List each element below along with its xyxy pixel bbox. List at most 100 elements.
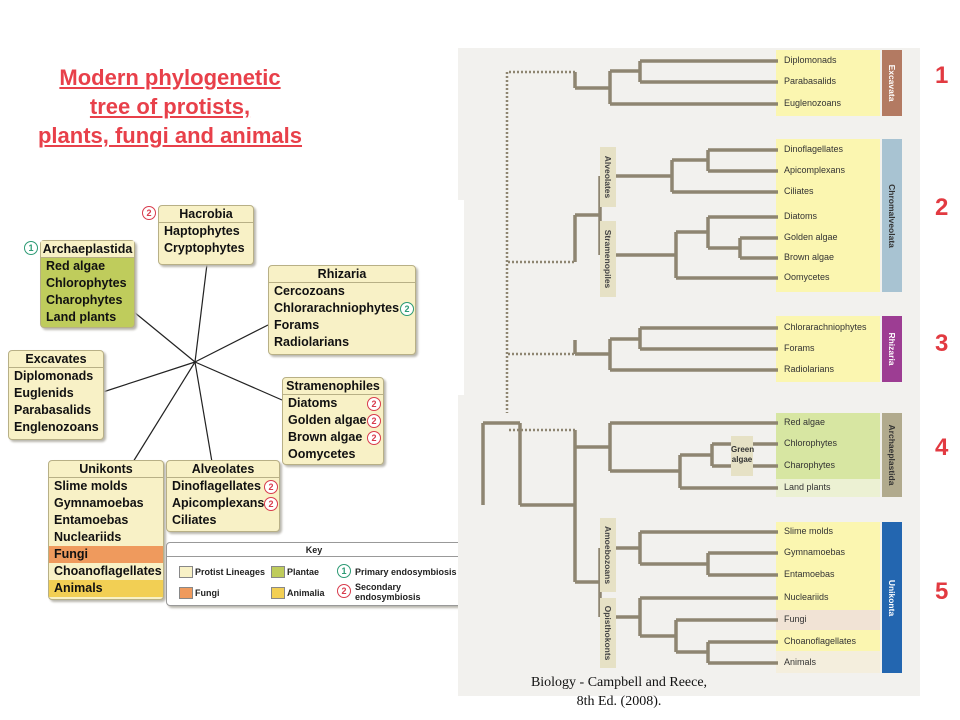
taxon-strip-chromalveolata: [776, 139, 880, 292]
list-item: Nucleariids: [54, 530, 122, 544]
swatch-plantae: [271, 566, 285, 578]
list-item: Fungi: [49, 546, 163, 563]
supergroup-chromalveolata: Chromalveolata: [882, 139, 902, 292]
group-number-2: 2: [935, 194, 949, 221]
spoke-archaeplastida: [133, 311, 196, 363]
taxon-label: Apicomplexans: [784, 165, 846, 175]
swatch-protist: [179, 566, 193, 578]
list-item-label: Diatoms: [288, 396, 338, 410]
subgroup-green-algae-label-2: algae: [731, 455, 753, 464]
subgroup-alveolates-label: Alveolates: [603, 155, 613, 199]
key-primary-label: Primary endosymbiosis: [355, 567, 457, 577]
list-item: Parabasalids: [14, 403, 92, 417]
key-fungi-label: Fungi: [195, 588, 220, 598]
swatch-animalia: [271, 587, 285, 599]
spoke-alveolates: [194, 361, 213, 463]
list-item: Chlorophytes: [46, 276, 127, 290]
key-title: Key: [305, 545, 323, 555]
box-excavates: Excavates Diplomonads Euglenids Parabasa…: [8, 350, 104, 440]
list-item: Entamoebas: [54, 513, 129, 527]
taxon-label: Euglenozoans: [784, 98, 842, 108]
box-stramenophiles: Stramenophiles Diatoms 2 Golden algae 2 …: [282, 377, 384, 465]
list-item-label: Dinoflagellates: [172, 479, 261, 493]
taxon-label: Entamoebas: [784, 569, 835, 579]
box-unikonts: Unikonts Slime molds Gymnamoebas Entamoe…: [48, 460, 164, 600]
box-hacrobia-header: Hacrobia: [159, 206, 253, 223]
list-item: Ciliates: [172, 513, 217, 527]
group-number-1: 1: [935, 62, 949, 89]
box-archaeplastida: Archaeplastida Red algae Chlorophytes Ch…: [40, 240, 135, 328]
list-item: Charophytes: [46, 293, 123, 307]
taxon-label: Golden algae: [784, 232, 838, 242]
list-item: Gymnamoebas: [54, 496, 144, 510]
taxon-label: Land plants: [784, 482, 831, 492]
supergroup-unikonta: Unikonta: [882, 522, 902, 673]
supergroup-archaeplastida: Archaeplastida: [882, 413, 902, 497]
taxon-label: Nucleariids: [784, 592, 829, 602]
box-rhizaria: Rhizaria Cercozoans Chlorarachniophytes …: [268, 265, 416, 355]
badge-chlorarachniophytes: 2: [400, 302, 414, 316]
taxon-strip-animals: [776, 651, 880, 673]
key-protist-label: Protist Lineages: [195, 567, 266, 577]
list-item-label: Apicomplexans: [172, 496, 265, 510]
page-title: Modern phylogenetic tree of protists, pl…: [0, 63, 340, 150]
badge-hacrobia: 2: [142, 206, 156, 220]
key-animalia-label: Animalia: [287, 588, 325, 598]
list-item: Golden algae 2: [283, 412, 383, 429]
list-item: Diatoms 2: [283, 395, 383, 412]
taxon-strip-archaeplastida-land: [776, 479, 880, 497]
taxon-strip-archaeplastida: [776, 413, 880, 479]
box-alveolates: Alveolates Dinoflagellates 2 Apicomplexa…: [166, 460, 280, 532]
box-unikonts-header: Unikonts: [49, 461, 163, 478]
key-secondary-label-1: Secondary: [355, 582, 402, 592]
supergroup-archaeplastida-label: Archaeplastida: [887, 424, 897, 486]
subgroup-opisthokonts: Opisthokonts: [600, 598, 616, 668]
list-item: Apicomplexans 2: [167, 495, 279, 512]
box-excavates-header: Excavates: [9, 351, 103, 368]
list-item: Forams: [274, 318, 320, 332]
spoke-excavates: [102, 361, 196, 393]
group-number-5: 5: [935, 578, 949, 605]
badge-dinoflagellates: 2: [264, 480, 278, 494]
taxon-strip-rhizaria: [776, 316, 880, 382]
subgroup-alveolates: Alveolates: [600, 147, 616, 207]
list-item: Cryptophytes: [164, 241, 245, 255]
taxon-label: Red algae: [784, 417, 826, 427]
taxon-label: Diplomonads: [784, 55, 837, 65]
box-stramenophiles-header: Stramenophiles: [283, 378, 383, 395]
list-item: Chlorarachniophytes 2: [269, 300, 415, 317]
radial-spokes: [102, 263, 283, 463]
taxon-label: Parabasalids: [784, 76, 837, 86]
box-archaeplastida-header: Archaeplastida: [41, 241, 134, 258]
citation: Biology - Campbell and Reece, 8th Ed. (2…: [496, 673, 742, 711]
taxon-label: Oomycetes: [784, 272, 830, 282]
list-item: Diplomonads: [14, 369, 94, 383]
key-secondary-label-2: endosymbiosis: [355, 592, 421, 602]
list-item: Red algae: [46, 259, 106, 273]
taxon-strip-choano: [776, 630, 880, 651]
list-item: Englenozoans: [14, 420, 99, 434]
badge-diatoms: 2: [367, 397, 381, 411]
supergroup-excavata-label: Excavata: [887, 64, 897, 102]
supergroup-rhizaria-label: Rhizaria: [887, 332, 897, 366]
supergroup-chromalveolata-label: Chromalveolata: [887, 183, 897, 248]
title-line-3: plants, fungi and animals: [37, 123, 303, 148]
taxon-label: Dinoflagellates: [784, 144, 844, 154]
key-plantae-label: Plantae: [287, 567, 320, 577]
list-item-label: Golden algae: [288, 413, 367, 427]
spoke-hacrobia: [194, 263, 208, 363]
subgroup-opisthokonts-label: Opisthokonts: [603, 605, 613, 661]
box-alveolates-header: Alveolates: [167, 461, 279, 478]
box-rhizaria-header: Rhizaria: [269, 266, 415, 283]
list-item: Haptophytes: [164, 224, 240, 238]
spoke-stramenophiles: [194, 361, 283, 401]
taxon-label: Fungi: [784, 614, 807, 624]
list-item: Brown algae 2: [283, 429, 383, 446]
list-item: Radiolarians: [274, 335, 350, 349]
list-item: Euglenids: [14, 386, 74, 400]
supergroup-unikonta-label: Unikonta: [887, 579, 897, 616]
subgroup-amoebozoans: Amoebozoans: [600, 518, 616, 592]
taxon-label: Charophytes: [784, 460, 836, 470]
tree-panel-notch: [458, 200, 464, 395]
